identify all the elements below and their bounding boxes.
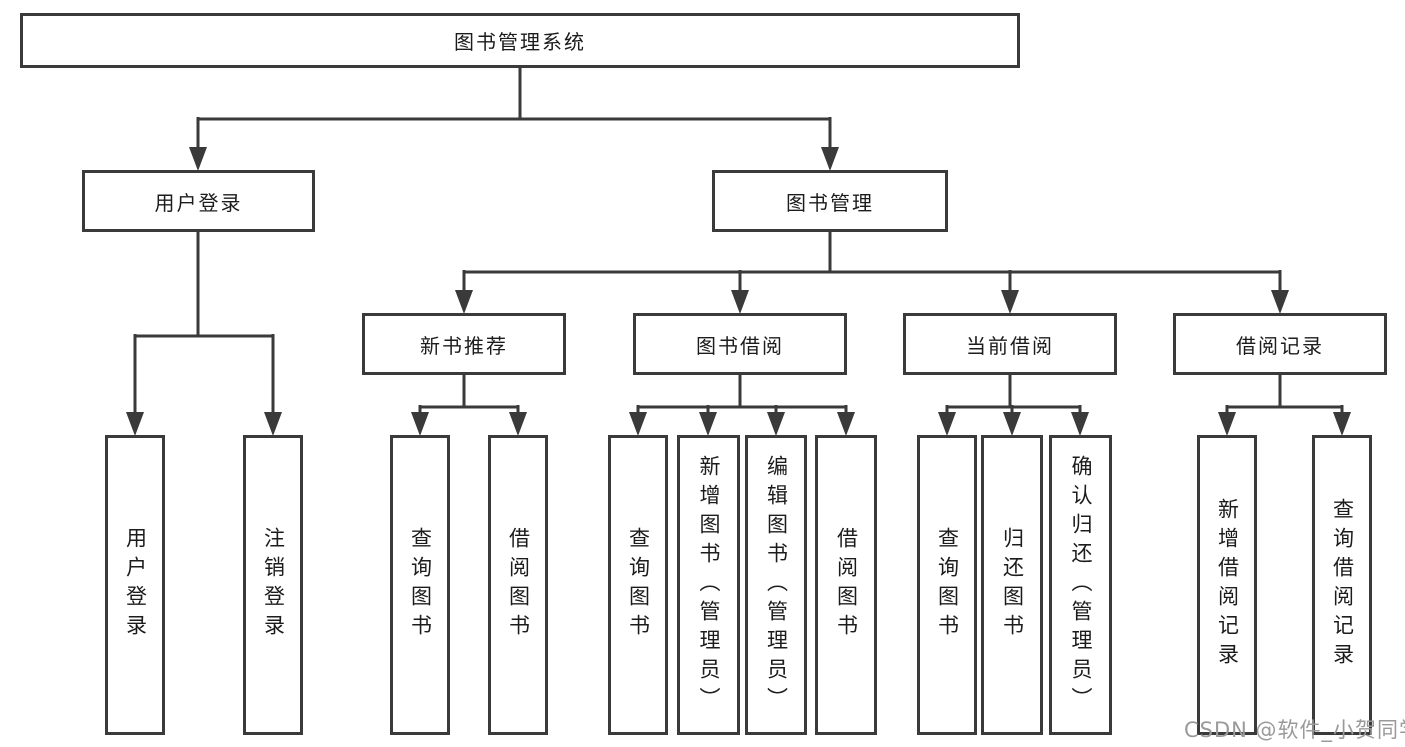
leaf-borrow-book-recommend: 借阅图书 — [488, 435, 548, 735]
leaf-logout: 注销登录 — [243, 435, 303, 735]
node-new-book-recommend: 新书推荐 — [362, 313, 566, 375]
node-library-management-system: 图书管理系统 — [20, 13, 1020, 68]
leaf-add-borrow-record: 新增借阅记录 — [1197, 435, 1257, 735]
leaf-query-borrow-record: 查询借阅记录 — [1312, 435, 1372, 735]
leaf-edit-book-admin: 编辑图书（管理员） — [745, 435, 807, 735]
leaf-add-book-admin: 新增图书（管理员） — [677, 435, 740, 735]
leaf-confirm-return-admin: 确认归还（管理员） — [1049, 435, 1112, 735]
node-book-management: 图书管理 — [712, 170, 948, 232]
node-borrow-record: 借阅记录 — [1173, 313, 1387, 375]
node-user-login: 用户登录 — [82, 170, 315, 232]
leaf-borrow-book: 借阅图书 — [815, 435, 877, 735]
leaf-return-book: 归还图书 — [981, 435, 1043, 735]
leaf-user-login: 用户登录 — [105, 435, 165, 735]
leaf-query-book-current: 查询图书 — [917, 435, 977, 735]
csdn-watermark: CSDN @软件_小贺同学 — [1184, 718, 1405, 742]
leaf-query-book-borrow: 查询图书 — [608, 435, 668, 735]
node-current-borrow: 当前借阅 — [903, 313, 1117, 375]
node-book-borrow: 图书借阅 — [633, 313, 847, 375]
leaf-query-book-recommend: 查询图书 — [390, 435, 450, 735]
